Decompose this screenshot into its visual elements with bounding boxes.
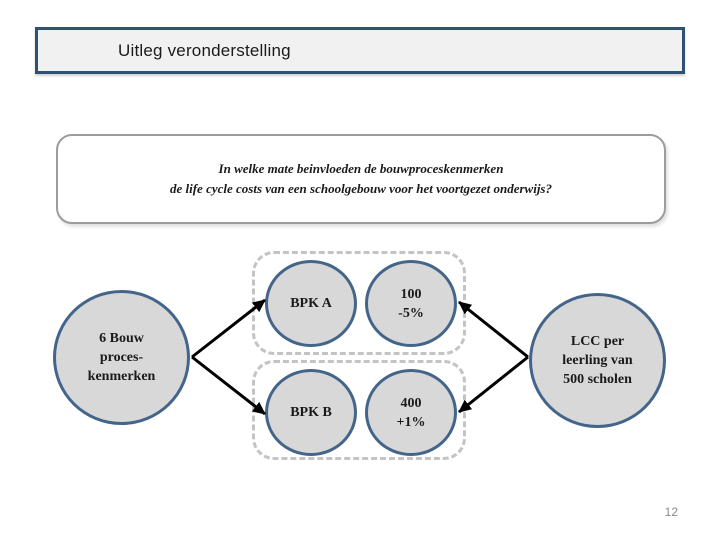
research-question-box: In welke mate beinvloeden de bouwprocesk… bbox=[56, 134, 666, 224]
node-value-line: +1% bbox=[396, 414, 426, 430]
node-value-a: 100 -5% bbox=[365, 260, 457, 347]
node-label-line: kenmerken bbox=[87, 369, 156, 384]
node-label: BPK B bbox=[290, 405, 332, 420]
node-value-b: 400 +1% bbox=[365, 369, 457, 456]
node-label-line: 500 scholen bbox=[563, 372, 632, 387]
question-line-2: de life cycle costs van een schoolgebouw… bbox=[169, 181, 552, 196]
page-number: 12 bbox=[664, 505, 678, 519]
node-lcc-per-leerling: LCC per leerling van 500 scholen bbox=[529, 293, 666, 428]
slide-title: Uitleg veronderstelling bbox=[118, 40, 291, 60]
slide-title-bar: Uitleg veronderstelling bbox=[35, 27, 685, 74]
node-bpk-b: BPK B bbox=[265, 369, 357, 456]
node-label-line: proces- bbox=[99, 350, 144, 365]
node-label-line: leerling van bbox=[562, 353, 633, 368]
question-line-1: In welke mate beinvloeden de bouwprocesk… bbox=[218, 161, 504, 176]
node-value-line: 400 bbox=[400, 395, 422, 411]
node-label: BPK A bbox=[290, 296, 332, 311]
node-value-line: -5% bbox=[398, 305, 424, 321]
node-value-line: 100 bbox=[400, 286, 422, 302]
node-label-line: LCC per bbox=[570, 334, 625, 349]
arrow-output-to-value-b bbox=[458, 355, 529, 414]
arrow-output-to-value-a bbox=[458, 300, 529, 359]
node-bouwproceskenmerken: 6 Bouw proces- kenmerken bbox=[53, 290, 190, 425]
node-label-line: 6 Bouw bbox=[99, 331, 144, 346]
node-bpk-a: BPK A bbox=[265, 260, 357, 347]
